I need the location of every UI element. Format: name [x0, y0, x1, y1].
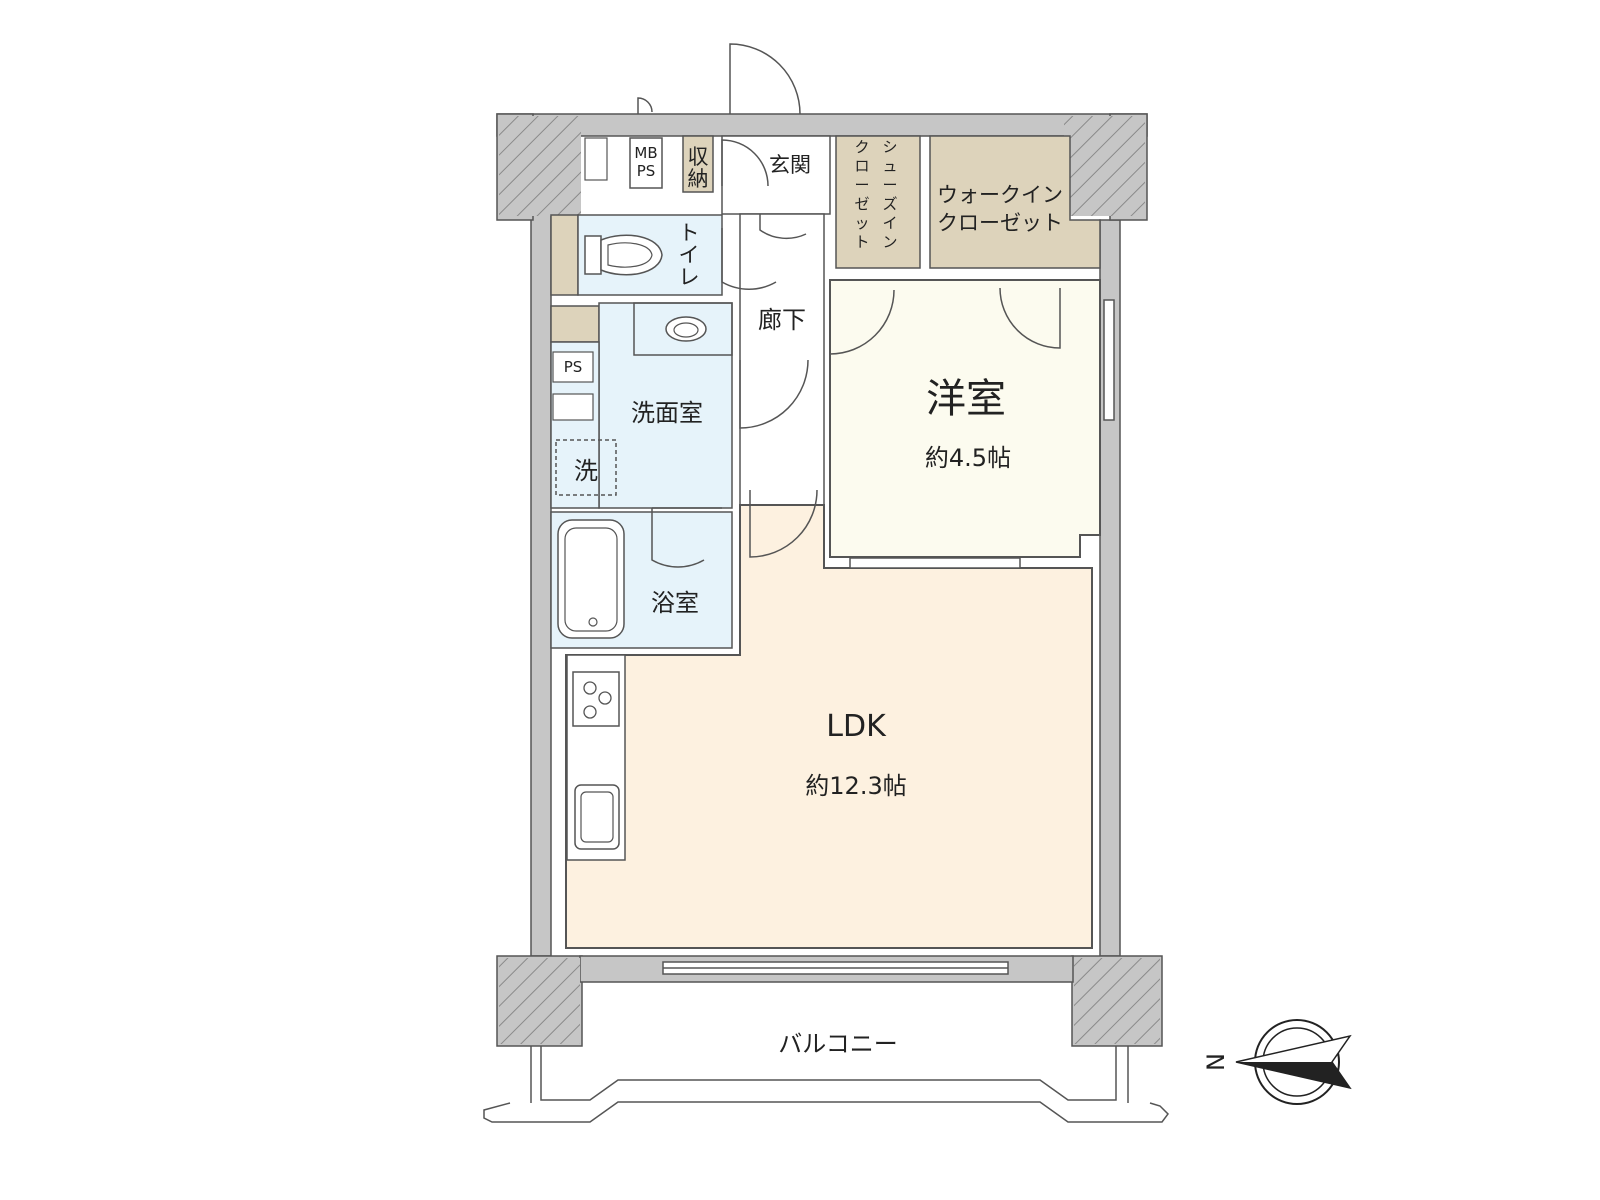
balcony-handrail [483, 1101, 1169, 1123]
mbps-label-bottom: PS [637, 162, 656, 180]
washer-space [555, 439, 617, 496]
entry-niche [584, 137, 608, 181]
entrance-door [721, 139, 769, 187]
shoe-closet [835, 135, 921, 269]
fixtures [555, 234, 733, 639]
front-door [729, 43, 801, 115]
balcony-label: バルコニー [778, 1030, 898, 1058]
shoe-closet-col1-1: ュ [882, 157, 897, 175]
shoe-closet-col1-2: ー [882, 176, 897, 194]
storage-areas [550, 135, 1101, 343]
compass-icon: N [1202, 1019, 1352, 1105]
western-room-name: 洋室 [926, 376, 1006, 422]
ldk-room [565, 504, 1093, 949]
storage-closet [682, 135, 714, 193]
entrance [721, 135, 831, 215]
shoe-closet-col2-4: ッ [854, 214, 869, 232]
door-swings [637, 43, 1061, 568]
storage-label-2: 納 [688, 167, 709, 191]
ldk-room-area: 約12.3帖 [805, 772, 906, 800]
hatched-columns [499, 116, 1160, 1044]
toilet-label-3: レ [679, 265, 700, 289]
stove [572, 671, 620, 727]
toilet-label-2: イ [679, 243, 700, 267]
room-labels: 洋室 約4.5帖 LDK 約12.3帖 洗面室 浴室 玄関 廊下 PS 洗 MB… [564, 144, 1063, 800]
western-door-right [999, 287, 1061, 349]
shoe-closet-col1-4: イ [882, 214, 897, 232]
mbps-box [629, 137, 663, 189]
washroom [598, 302, 733, 509]
western-room [829, 279, 1101, 558]
balcony-outline [540, 1046, 1117, 1101]
shoe-closet-col2-2: ー [854, 176, 869, 194]
kitchen-counter [566, 654, 626, 861]
shoe-closet-col1-5: ン [882, 233, 897, 251]
walkin-closet [929, 135, 1101, 269]
hall-door [759, 214, 807, 240]
shoe-closet-col2-3: ゼ [854, 195, 869, 213]
toilet-label-1: ト [679, 221, 700, 245]
shoe-closet-col2-0: ク [854, 138, 869, 156]
mbps-door [637, 97, 653, 114]
ps-label: PS [564, 358, 583, 376]
bath-door [651, 508, 705, 568]
ps-box [552, 351, 594, 383]
kitchen-sink [574, 784, 620, 850]
mbps-label-top: MB [634, 144, 657, 162]
washbasin [665, 316, 707, 342]
shoe-closet-col1-3: ズ [882, 195, 897, 213]
western-room-area: 約4.5帖 [925, 444, 1011, 472]
toilet-door [721, 228, 777, 290]
washroom-storage [550, 305, 600, 343]
vanity [633, 302, 733, 356]
washer-label: 洗 [574, 457, 598, 485]
corridor-label: 廊下 [758, 306, 806, 334]
shoe-closet-col1-0: シ [882, 138, 897, 156]
shoe-closet-col2-5: ト [854, 233, 869, 251]
storage-label-1: 収 [688, 145, 709, 169]
ldk-door [749, 489, 818, 558]
windows [662, 299, 1115, 975]
bathroom-label: 浴室 [651, 589, 699, 617]
shoe-closet-col2-1: ロ [854, 157, 869, 175]
entrance-label: 玄関 [769, 153, 811, 177]
washroom-door [739, 359, 809, 429]
toilet-bowl [584, 235, 602, 275]
walkin-closet-label-2: クローゼット [937, 211, 1063, 235]
western-door-left [829, 289, 895, 355]
shoe-closet-labels: シ ュ ー ズ イ ン ク ロ ー ゼ ッ ト [854, 138, 897, 251]
toilet-storage [550, 214, 579, 296]
balcony: バルコニー [483, 1030, 1169, 1123]
shelf [552, 393, 594, 421]
walkin-closet-label-1: ウォークイン [937, 183, 1063, 207]
ldk-room-name: LDK [826, 709, 887, 744]
washroom-label: 洗面室 [631, 399, 703, 427]
compass-north-label: N [1202, 1053, 1230, 1071]
bathtub [557, 519, 625, 639]
